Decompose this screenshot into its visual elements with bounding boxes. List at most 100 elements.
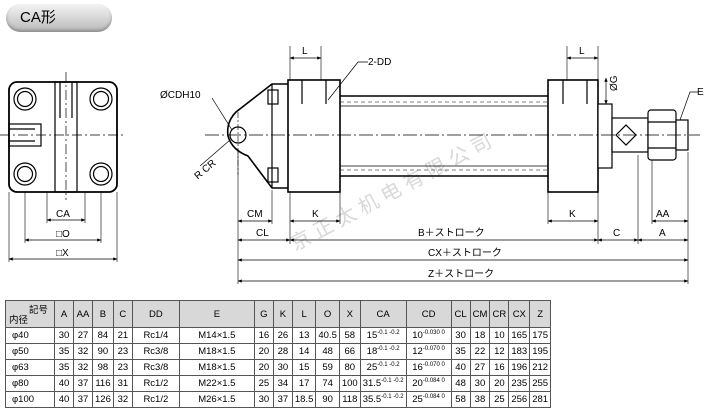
cell-value: 25: [366, 362, 378, 374]
cell-value: 235: [511, 378, 528, 389]
cell-value: 48: [455, 378, 466, 389]
cell-a: 35: [54, 359, 74, 376]
cell-cm: 38: [469, 391, 491, 408]
cell-aa: 32: [73, 343, 93, 360]
cell-o: 90: [315, 391, 340, 408]
cell-cx: 165: [508, 327, 531, 344]
dim-cx-stroke: CX＋ストローク: [428, 247, 502, 259]
tolerance-label: -0.084 0: [422, 393, 445, 400]
cell-value: 13: [298, 330, 310, 341]
cell-dd: Rc1/2: [131, 391, 180, 408]
cell-value: 165: [511, 330, 528, 341]
cell-value: 90: [322, 394, 333, 405]
cell-value: 32: [117, 394, 129, 405]
cell-aa: 37: [73, 375, 93, 392]
cell-k: 26: [272, 327, 293, 344]
cell-z: 281: [529, 391, 552, 408]
dim-cl: CL: [256, 228, 269, 239]
cell-e: M18×1.5: [178, 359, 255, 376]
cell-value: Rc1/4: [143, 330, 169, 341]
cell-value: 58: [344, 330, 356, 341]
cell-z: 212: [529, 359, 552, 376]
cell-cd: 16-0.070 0: [405, 359, 452, 376]
cell-g: 30: [253, 391, 274, 408]
cell-aa: 37: [73, 391, 93, 408]
col-header-cl: CL: [450, 300, 471, 328]
cell-value: 20: [258, 346, 270, 357]
dim-k-left: K: [312, 209, 319, 220]
cell-cd: 25-0.084 0: [405, 391, 452, 408]
cell-value: 80: [344, 362, 356, 373]
cell-k: 30: [272, 359, 293, 376]
cell-cd: 20-0.084 0: [405, 375, 452, 392]
cell-a: 40: [54, 375, 74, 392]
cell-value: 26: [277, 330, 289, 341]
cell-b: 126: [92, 391, 114, 408]
cell-value: 20: [494, 378, 505, 389]
cell-dd: Rc1/2: [131, 375, 180, 392]
col-header-cx: CX: [508, 300, 531, 328]
cell-cl: 30: [450, 327, 471, 344]
cell-a: 35: [54, 343, 74, 360]
cell-value: 256: [511, 394, 528, 405]
cell-ca: 31.5-0.1 -0.2: [359, 375, 407, 392]
corner-header: 記号 内径: [5, 300, 55, 328]
cell-z: 195: [529, 343, 552, 360]
side-view: [199, 46, 700, 284]
dim-a: A: [659, 228, 666, 239]
cell-value: 16: [412, 362, 423, 374]
cell-cl: 48: [450, 375, 471, 392]
dim-l-right: L: [579, 46, 585, 57]
cell-value: 37: [277, 394, 289, 405]
cell-value: 98: [97, 362, 109, 373]
cell-o: 59: [315, 359, 340, 376]
cell-value: 40: [58, 394, 70, 405]
cell-value: 21: [117, 330, 129, 341]
cell-value: 32: [77, 362, 89, 373]
cell-x: 118: [338, 391, 361, 408]
label-2-dd: 2-DD: [368, 57, 391, 68]
cell-a: 40: [54, 391, 74, 408]
cell-cr: 16: [489, 359, 510, 376]
cell-value: 35: [58, 362, 70, 373]
cell-value: 12: [494, 346, 505, 357]
cell-value: 20: [412, 378, 423, 390]
cell-value: 32: [77, 346, 89, 357]
cell-cm: 27: [469, 359, 491, 376]
col-header-aa: AA: [73, 300, 93, 328]
cell-b: 98: [92, 359, 114, 376]
tolerance-label: -0.070 0: [422, 345, 445, 352]
cell-aa: 32: [73, 359, 93, 376]
cell-value: 27: [474, 362, 486, 373]
cell-value: M26×1.5: [198, 394, 236, 405]
col-header-ca: CA: [359, 300, 407, 328]
bore-size-cell: φ50: [5, 343, 55, 360]
cell-value: 58: [455, 394, 466, 405]
bore-size-cell: φ100: [5, 391, 55, 408]
col-header-b: B: [92, 300, 114, 328]
tolerance-label: -0.1 -0.2: [381, 377, 404, 384]
bore-size-cell: φ40: [5, 327, 55, 344]
cell-cx: 256: [508, 391, 531, 408]
cell-value: 196: [511, 362, 528, 373]
cell-value: 27: [77, 330, 89, 341]
tolerance-label: -0.084 0: [422, 377, 445, 384]
tolerance-label: -0.030 0: [422, 329, 445, 336]
cell-value: 74: [322, 378, 333, 389]
col-header-cr: CR: [489, 300, 510, 328]
cylinder-drawing: 京 正 太 机 电 有 限 公 司 CA □O □X: [0, 46, 704, 284]
cell-value: 23: [117, 346, 129, 357]
cell-b: 84: [92, 327, 114, 344]
cell-value: M18×1.5: [198, 346, 236, 357]
bore-size-cell: φ63: [5, 359, 55, 376]
cell-value: 30: [455, 330, 466, 341]
cell-value: 195: [532, 346, 549, 357]
label-e: E: [697, 87, 704, 98]
cell-c: 23: [112, 343, 133, 360]
cell-k: 34: [272, 375, 293, 392]
cell-c: 31: [112, 375, 133, 392]
